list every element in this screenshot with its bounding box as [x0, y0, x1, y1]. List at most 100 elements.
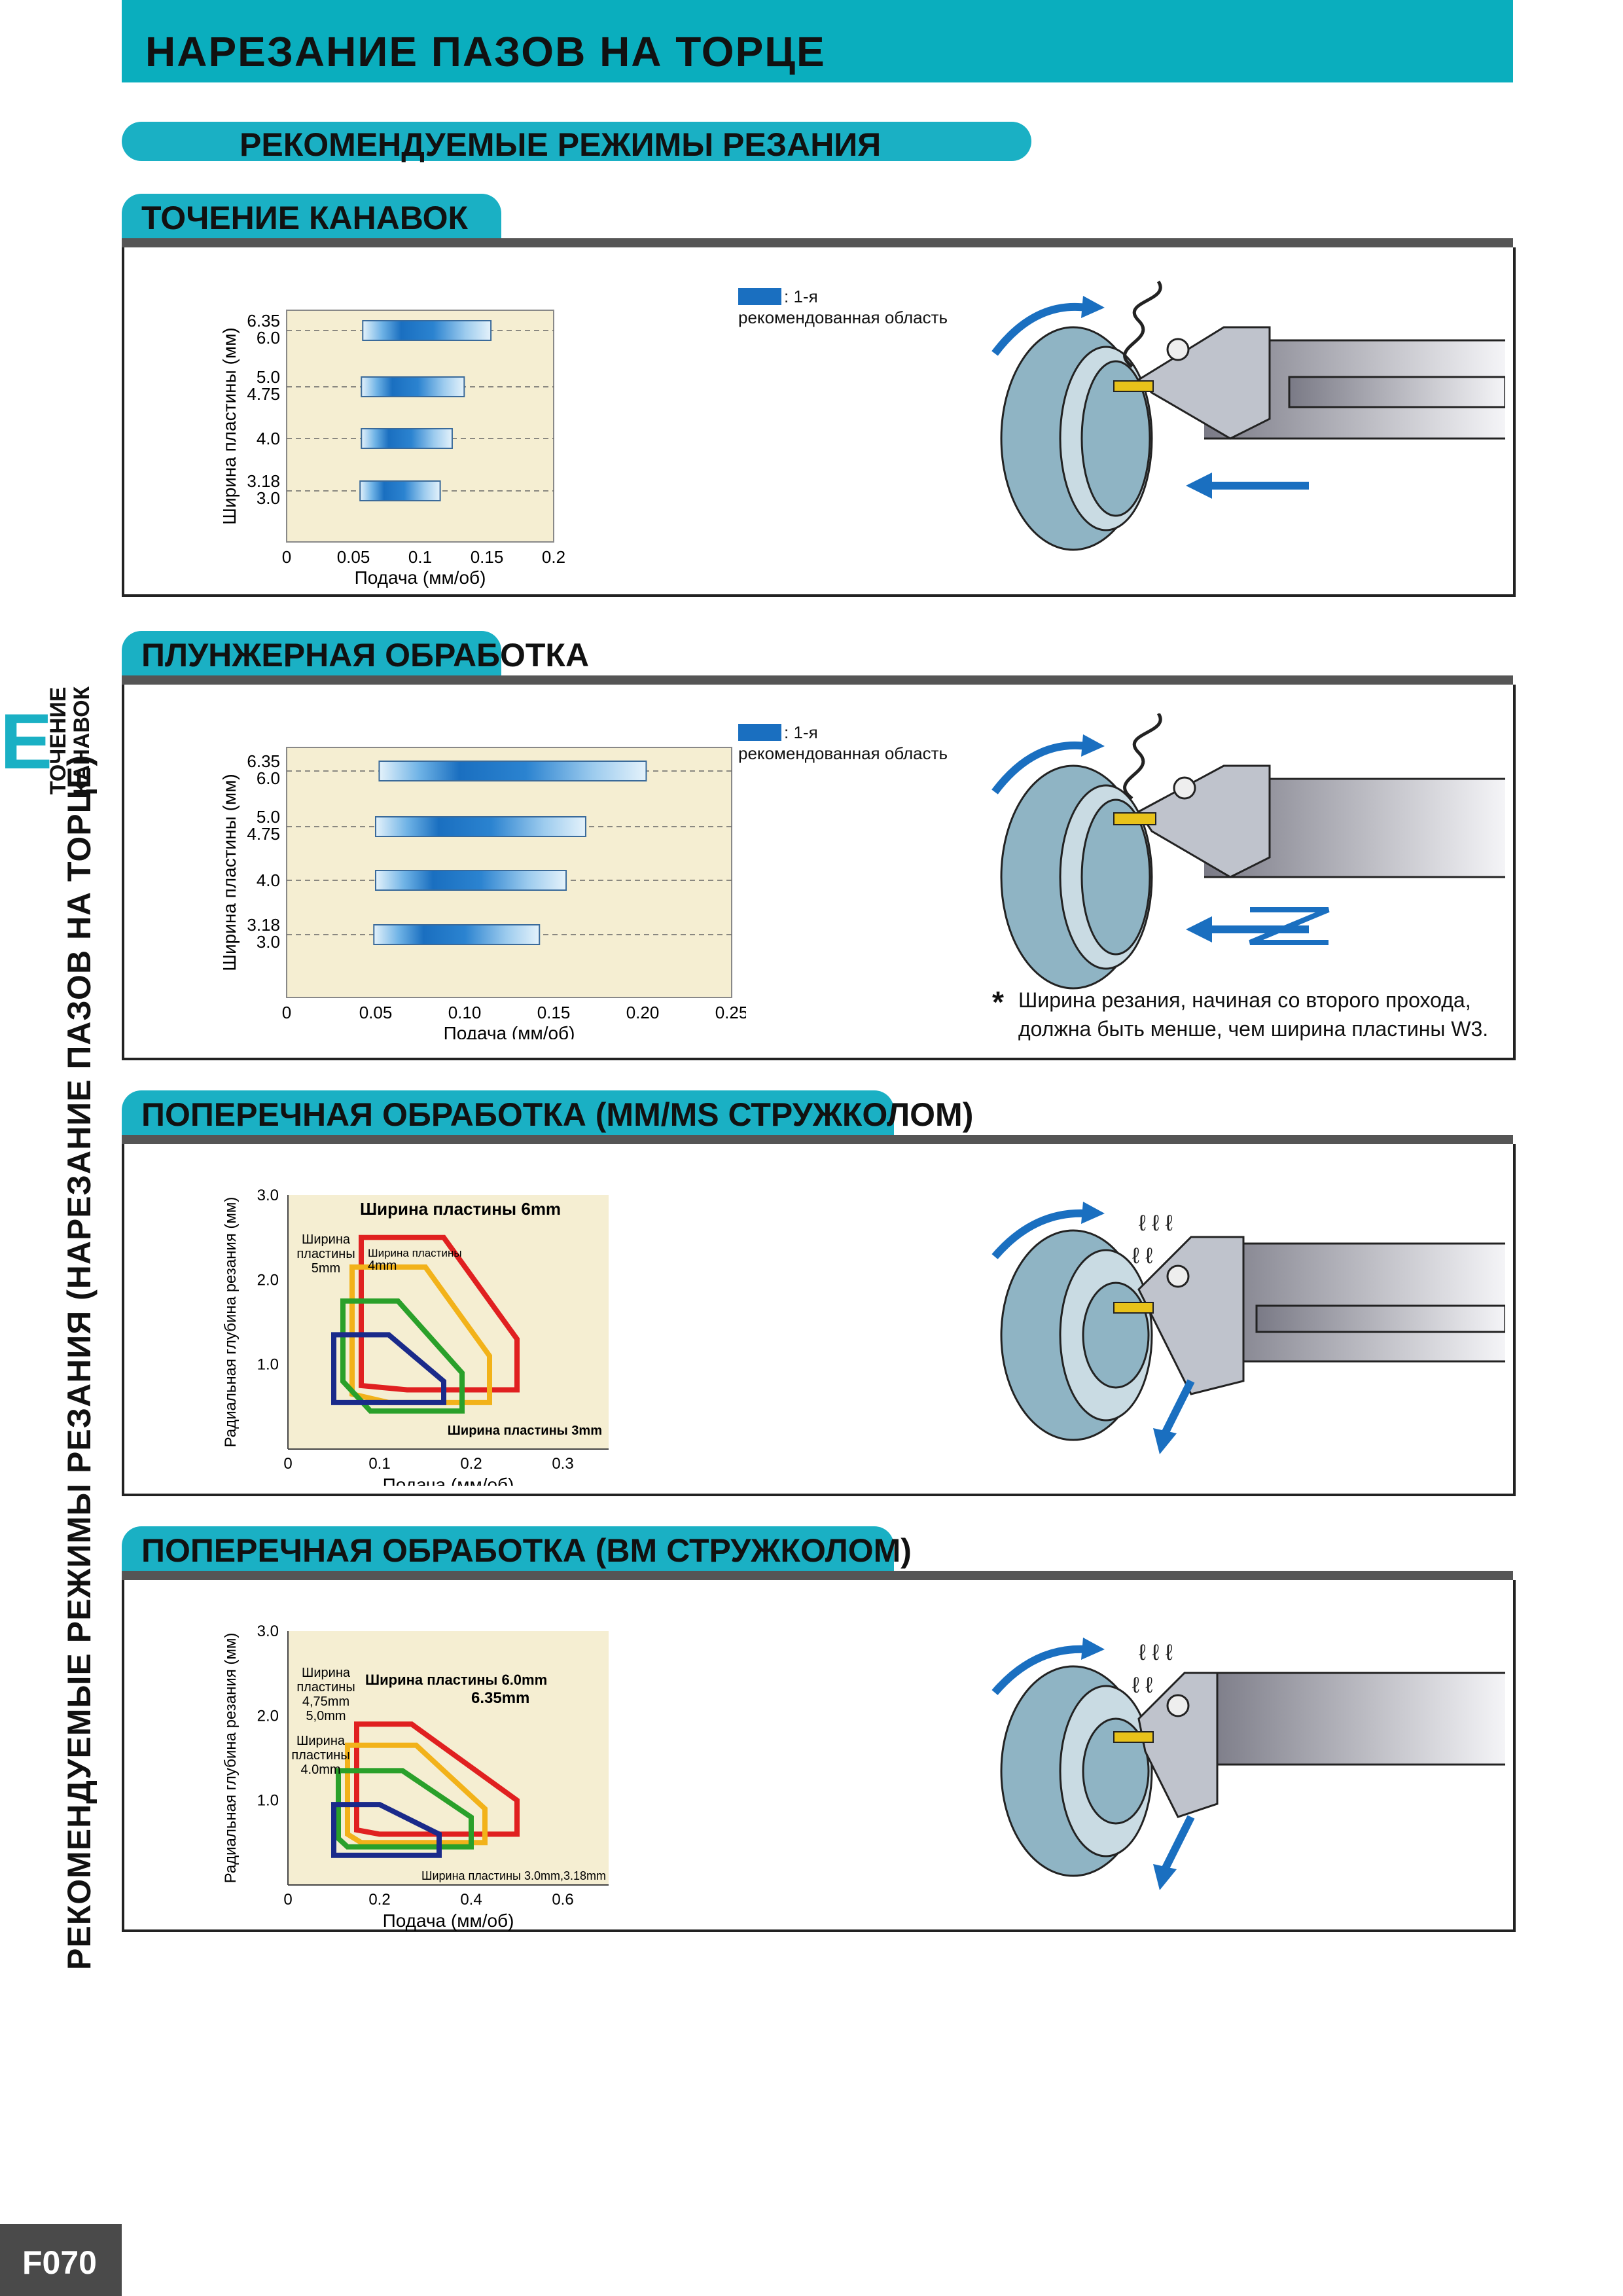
y-tick-label: 2.0: [257, 1271, 279, 1289]
region-outline: [354, 1721, 520, 1837]
plot-area: [286, 310, 554, 543]
series-label: 4,75mm: [302, 1695, 349, 1709]
x-tick-label: 0.2: [542, 547, 565, 567]
region-outline: [359, 1234, 520, 1393]
range-bar: [359, 480, 441, 501]
x-tick-label: 0: [283, 1455, 292, 1473]
section-title-3: ПОПЕРЕЧНАЯ ОБРАБОТКА (MM/MS СТРУЖКОЛОМ): [141, 1096, 974, 1133]
series-label: пластины: [291, 1748, 349, 1763]
legend-label-1b: рекомендованная область: [738, 308, 948, 327]
page-number-box: F070: [0, 2224, 122, 2296]
series-label: Ширина: [302, 1232, 351, 1247]
section-rule-4: [122, 1571, 1513, 1580]
region-outline: [331, 1332, 446, 1405]
series-label: 4mm: [368, 1259, 397, 1273]
svg-text:ℓ ℓ ℓ: ℓ ℓ ℓ: [1139, 1211, 1173, 1236]
legend-swatch-2: [738, 724, 781, 741]
svg-text:ℓ ℓ: ℓ ℓ: [1132, 1244, 1152, 1268]
series-label: Ширина пластины 3.0mm,3.18mm: [421, 1869, 606, 1882]
side-big-vertical: РЕКОМЕНДУЕМЫЕ РЕЖИМЫ РЕЗАНИЯ (НАРЕЗАНИЕ …: [61, 754, 98, 1970]
x-tick-label: 0.20: [626, 1003, 660, 1022]
series-label: Ширина: [302, 1666, 351, 1680]
y-axis-label: Ширина пластины (мм): [219, 327, 240, 524]
section-tab-1: ТОЧЕНИЕ КАНАВОК: [122, 194, 501, 241]
legend-label-2b: рекомендованная область: [738, 744, 948, 763]
y-tick-label: 1.0: [257, 1356, 279, 1374]
note-line1: Ширина резания, начиная со второго прохо…: [1018, 988, 1471, 1012]
x-tick-label: 0.25: [715, 1003, 746, 1022]
range-bar: [362, 320, 492, 341]
y-tick-label: 3.0: [257, 932, 280, 952]
feed-arrow: [1186, 473, 1212, 499]
series-label: 6.35mm: [471, 1689, 529, 1707]
side-letter-e: E: [0, 698, 53, 785]
section-rule-2: [122, 675, 1513, 685]
y-tick-label: 6.0: [257, 768, 280, 788]
range-bar: [378, 761, 647, 781]
x-tick-label: 0.1: [408, 547, 432, 567]
region-outline: [331, 1802, 442, 1858]
x-axis-label: Подача (мм/об): [383, 1910, 514, 1931]
y-tick-label: 4.0: [257, 870, 280, 890]
range-bar: [361, 376, 465, 397]
section-title-2: ПЛУНЖЕРНАЯ ОБРАБОТКА: [141, 637, 590, 673]
section-rule-1: [122, 238, 1513, 247]
y-tick-label: 3.18: [247, 471, 280, 491]
region-outline: [345, 1742, 488, 1846]
y-axis-label: Ширина пластины (мм): [219, 774, 240, 971]
y-tick-label: 5.0: [257, 807, 280, 827]
tool-illustration-2: [991, 713, 1505, 990]
series-label: Ширина пластины 6.0mm: [365, 1672, 547, 1688]
note-line2: должна быть менше, чем ширина пластины W…: [1018, 1017, 1489, 1041]
insert: [1113, 380, 1154, 392]
x-tick-label: 0.6: [552, 1891, 573, 1909]
region-outline: [340, 1298, 465, 1414]
x-tick-label: 0.2: [460, 1455, 482, 1473]
x-tick-label: 0: [282, 547, 291, 567]
range-bar: [375, 816, 586, 837]
x-tick-label: 0: [283, 1891, 292, 1909]
series-label: Ширина пластины 3mm: [448, 1424, 602, 1438]
x-axis-label: Подача (мм/об): [383, 1475, 514, 1486]
page-title: НАРЕЗАНИЕ ПАЗОВ НА ТОРЦЕ: [145, 28, 826, 75]
x-tick-label: 0.15: [537, 1003, 571, 1022]
y-tick-label: 3.0: [257, 488, 280, 508]
x-tick-label: 0.05: [337, 547, 370, 567]
tool-illustration-1: [991, 280, 1505, 551]
y-tick-label: 3.0: [257, 1623, 279, 1640]
range-bar: [361, 428, 453, 449]
section-rule-3: [122, 1135, 1513, 1144]
note-star: *: [992, 985, 1004, 1019]
x-tick-label: 0.10: [448, 1003, 482, 1022]
y-tick-label: 6.35: [247, 311, 280, 331]
legend-swatch-1: [738, 288, 781, 305]
header-bar: НАРЕЗАНИЕ ПАЗОВ НА ТОРЦЕ: [122, 0, 1513, 82]
series-label: пластины: [296, 1680, 355, 1695]
y-tick-label: 3.18: [247, 915, 280, 935]
series-label: Ширина пластины 6mm: [360, 1199, 561, 1219]
section-tab-3: ПОПЕРЕЧНАЯ ОБРАБОТКА (MM/MS СТРУЖКОЛОМ): [122, 1090, 973, 1138]
x-axis-label: Подача (мм/об): [444, 1023, 575, 1039]
range-bar: [375, 870, 567, 891]
legend-label-2a: : 1-я: [784, 723, 818, 742]
series-label: 5,0mm: [306, 1709, 346, 1723]
recommended-pill: РЕКОМЕНДУЕМЫЕ РЕЖИМЫ РЕЗАНИЯ: [122, 122, 1031, 163]
y-tick-label: 6.35: [247, 751, 280, 771]
section-title-1: ТОЧЕНИЕ КАНАВОК: [141, 200, 469, 236]
y-tick-label: 1.0: [257, 1792, 279, 1810]
rotation-arrow: [991, 302, 1087, 356]
pill-label: РЕКОМЕНДУЕМЫЕ РЕЖИМЫ РЕЗАНИЯ: [240, 126, 882, 163]
series-label: 5mm: [312, 1261, 340, 1276]
series-label: Ширина: [296, 1734, 346, 1748]
y-tick-label: 2.0: [257, 1707, 279, 1725]
y-tick-label: 4.75: [247, 824, 280, 844]
y-tick-label: 4.0: [257, 429, 280, 448]
svg-text:ℓ ℓ: ℓ ℓ: [1132, 1673, 1152, 1698]
series-label: пластины: [296, 1247, 355, 1261]
series-label: 4.0mm: [300, 1763, 340, 1777]
x-tick-label: 0.05: [359, 1003, 393, 1022]
series-label: Ширина пластины: [368, 1247, 462, 1259]
